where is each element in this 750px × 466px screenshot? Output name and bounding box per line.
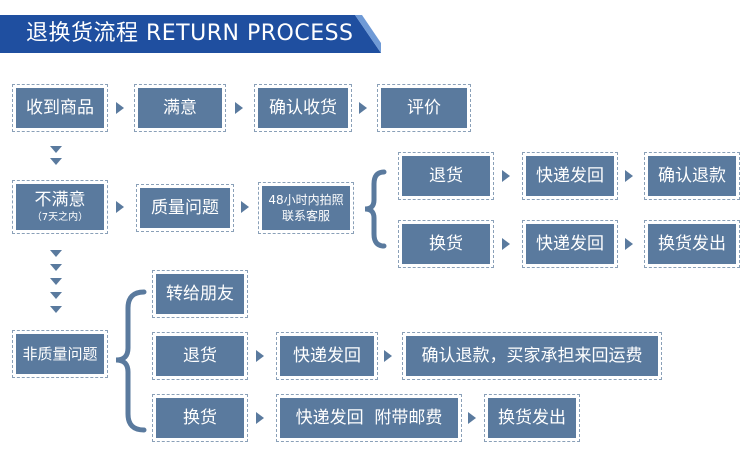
step-confirm-receipt: 确认收货 [254, 84, 352, 132]
step-confirm-refund: 确认退款 [644, 152, 740, 200]
arrow-down-icon [50, 306, 62, 313]
step-return: 退货 [398, 152, 494, 200]
arrow-right-icon [384, 350, 392, 362]
arrow-right-icon [241, 201, 249, 213]
step-photo-contact-service: 48小时内拍照联系客服 [258, 182, 354, 234]
step-non-quality-issue: 非质量问题 [12, 330, 108, 378]
step-received-goods: 收到商品 [12, 84, 108, 132]
arrow-down-icon [50, 278, 62, 285]
arrow-down-icon [50, 146, 62, 153]
step-exchange: 换货 [398, 220, 494, 268]
step-refund-buyer-pays-shipping: 确认退款，买家承担来回运费 [402, 332, 662, 380]
arrow-right-icon [256, 412, 264, 424]
step-review: 评价 [377, 84, 471, 132]
arrow-right-icon [256, 350, 264, 362]
title-banner-shape [0, 15, 381, 53]
step-unsatisfied: 不满意 （7天之内） [12, 180, 108, 234]
arrow-down-icon [50, 158, 62, 165]
step-express-send-back: 快递发回 [522, 220, 618, 268]
step-satisfied: 满意 [134, 84, 226, 132]
arrow-right-icon [235, 102, 243, 114]
step-quality-issue: 质量问题 [136, 184, 234, 232]
step-express-send-back: 快递发回 [522, 152, 618, 200]
unsatisfied-label: 不满意 [34, 189, 86, 210]
arrow-right-icon [502, 170, 510, 182]
page-title-banner: 退换货流程 RETURN PROCESS [0, 15, 381, 53]
arrow-right-icon [116, 102, 124, 114]
step-exchange-shipped: 换货发出 [644, 220, 740, 268]
arrow-right-icon [468, 412, 476, 424]
arrow-right-icon [625, 238, 633, 250]
brace-icon [364, 169, 387, 249]
step-exchange-shipped: 换货发出 [484, 394, 580, 442]
brace-icon [115, 289, 147, 433]
arrow-down-icon [50, 264, 62, 271]
arrow-down-icon [50, 292, 62, 299]
step-transfer-to-friend: 转给朋友 [152, 270, 248, 318]
step-return: 退货 [152, 332, 248, 380]
page-title: 退换货流程 RETURN PROCESS [26, 21, 354, 46]
arrow-right-icon [502, 238, 510, 250]
arrow-down-icon [50, 250, 62, 257]
unsatisfied-note: （7天之内） [31, 212, 89, 224]
arrow-right-icon [625, 170, 633, 182]
arrow-right-icon [116, 201, 124, 213]
arrow-right-icon [359, 102, 367, 114]
step-express-send-back: 快递发回 [276, 332, 378, 380]
step-express-send-back-with-postage: 快递发回 附带邮费 [276, 394, 462, 442]
step-exchange: 换货 [152, 394, 248, 442]
